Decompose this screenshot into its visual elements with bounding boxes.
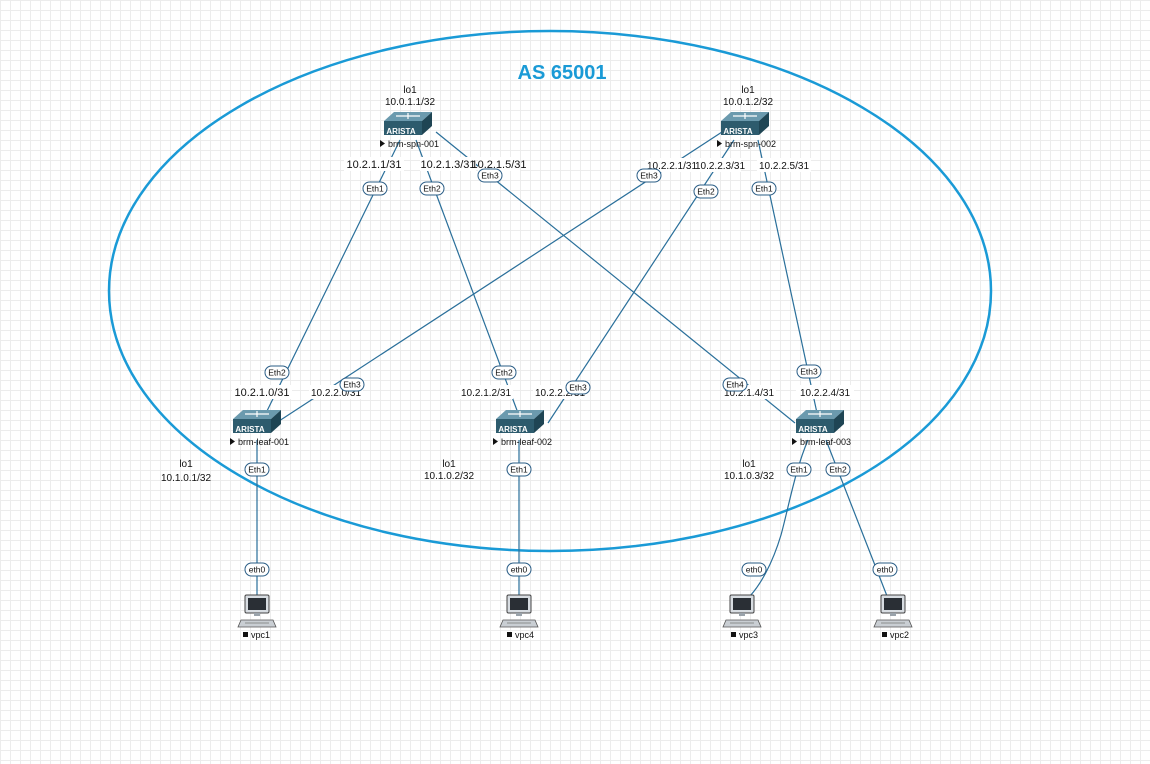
loopback-ip-spn2: 10.0.1.2/32: [723, 97, 773, 108]
device-spn1[interactable]: ARISTA: [383, 111, 433, 136]
svg-text:Eth1: Eth1: [755, 184, 773, 194]
as-number-label: AS 65001: [518, 62, 607, 84]
ip-leaf3-eth4: 10.2.1.4/31: [724, 388, 774, 399]
svg-text:Eth1: Eth1: [366, 184, 384, 194]
arista-logo-text: ARISTA: [386, 127, 415, 136]
arista-logo-text: ARISTA: [723, 127, 752, 136]
port-leaf3-eth2[interactable]: Eth2: [825, 462, 851, 477]
port-spn1-eth1[interactable]: Eth1: [362, 181, 388, 196]
port-leaf3-eth1[interactable]: Eth1: [786, 462, 812, 477]
ip-leaf3-eth3: 10.2.2.4/31: [800, 388, 850, 399]
loopback-labels: lo1 10.0.1.1/32 lo1 10.0.1.2/32 lo1 10.1…: [161, 85, 774, 484]
port-vpc2-eth0[interactable]: eth0: [872, 562, 898, 577]
svg-text:Eth1: Eth1: [790, 465, 808, 475]
svg-text:Eth3: Eth3: [640, 171, 658, 181]
port-labels: Eth1 Eth2 Eth3 Eth3 Eth2 Eth1 Eth2 Eth3 …: [244, 168, 898, 577]
pc-vpc2-icon[interactable]: [873, 594, 913, 628]
arista-logo-text: ARISTA: [498, 425, 527, 434]
ip-leaf2-eth2: 10.2.1.2/31: [461, 388, 511, 399]
svg-text:Eth1: Eth1: [510, 465, 528, 475]
ip-spn2-eth2: 10.2.2.3/31: [695, 161, 745, 172]
port-leaf1-eth3[interactable]: Eth3: [339, 377, 365, 392]
device-name-leaf2: brm-leaf-002: [501, 437, 552, 447]
svg-text:Eth2: Eth2: [495, 368, 513, 378]
loopback-ip-spn1: 10.0.1.1/32: [385, 97, 435, 108]
ip-spn1-eth1: 10.2.1.1/31: [346, 159, 401, 171]
port-vpc4-eth0[interactable]: eth0: [506, 562, 532, 577]
loopback-ip-leaf2: 10.1.0.2/32: [424, 471, 474, 482]
device-name-vpc1: vpc1: [251, 630, 270, 640]
device-leaf1[interactable]: ARISTA: [232, 409, 282, 434]
loopback-label-leaf3: lo1: [742, 459, 756, 470]
svg-text:Eth2: Eth2: [423, 184, 441, 194]
device-leaf3[interactable]: ARISTA: [795, 409, 845, 434]
loopback-label-spn1: lo1: [403, 85, 417, 96]
loopback-ip-leaf3: 10.1.0.3/32: [724, 471, 774, 482]
svg-text:Eth2: Eth2: [829, 465, 847, 475]
loopback-label-leaf1: lo1: [179, 459, 193, 470]
device-name-leaf3: brm-leaf-003: [800, 437, 851, 447]
as-boundary-ellipse: [107, 29, 993, 553]
port-spn2-eth1[interactable]: Eth1: [751, 181, 777, 196]
svg-text:eth0: eth0: [746, 565, 763, 575]
svg-text:Eth3: Eth3: [343, 380, 361, 390]
port-leaf2-eth2[interactable]: Eth2: [491, 365, 517, 380]
loopback-label-leaf2: lo1: [442, 459, 456, 470]
svg-text:eth0: eth0: [249, 565, 266, 575]
ip-spn1-eth2: 10.2.1.3/31: [420, 159, 475, 171]
svg-text:Eth3: Eth3: [800, 367, 818, 377]
port-leaf2-eth3[interactable]: Eth3: [565, 380, 591, 395]
ip-leaf1-eth3: 10.2.2.0/31: [311, 388, 361, 399]
device-name-spn1: brm-spn-001: [388, 139, 439, 149]
port-leaf3-eth4[interactable]: Eth4: [722, 377, 748, 392]
ip-spn2-eth1: 10.2.2.5/31: [759, 161, 809, 172]
svg-text:Eth3: Eth3: [569, 383, 587, 393]
device-name-vpc4: vpc4: [515, 630, 534, 640]
port-spn2-eth2[interactable]: Eth2: [693, 184, 719, 199]
pc-vpc3-icon[interactable]: [722, 594, 762, 628]
svg-text:eth0: eth0: [511, 565, 528, 575]
device-names: brm-spn-001 brm-spn-002 brm-leaf-001 brm…: [230, 139, 909, 640]
port-spn2-eth3[interactable]: Eth3: [636, 168, 662, 183]
arista-logo-text: ARISTA: [235, 425, 264, 434]
ip-leaf2-eth3: 10.2.2.2/31: [535, 388, 585, 399]
port-vpc1-eth0[interactable]: eth0: [244, 562, 270, 577]
svg-text:Eth1: Eth1: [248, 465, 266, 475]
svg-text:Eth4: Eth4: [726, 380, 744, 390]
port-leaf3-eth3[interactable]: Eth3: [796, 364, 822, 379]
svg-text:Eth2: Eth2: [697, 187, 715, 197]
port-leaf2-eth1[interactable]: Eth1: [506, 462, 532, 477]
ip-spn1-eth3: 10.2.1.5/31: [471, 159, 526, 171]
port-vpc3-eth0[interactable]: eth0: [741, 562, 767, 577]
loopback-label-spn2: lo1: [741, 85, 755, 96]
arista-logo-text: ARISTA: [798, 425, 827, 434]
svg-text:Eth2: Eth2: [268, 368, 286, 378]
port-spn1-eth2[interactable]: Eth2: [419, 181, 445, 196]
ip-leaf1-eth2: 10.2.1.0/31: [234, 387, 289, 399]
device-name-vpc2: vpc2: [890, 630, 909, 640]
links-layer: [256, 131, 888, 597]
port-spn1-eth3[interactable]: Eth3: [477, 168, 503, 183]
device-name-vpc3: vpc3: [739, 630, 758, 640]
device-name-spn2: brm-spn-002: [725, 139, 776, 149]
loopback-ip-leaf1: 10.1.0.1/32: [161, 473, 211, 484]
pc-vpc4-icon[interactable]: [499, 594, 539, 628]
ip-spn2-eth3: 10.2.2.1/31: [647, 161, 697, 172]
port-leaf1-eth1[interactable]: Eth1: [244, 462, 270, 477]
device-leaf2[interactable]: ARISTA: [495, 409, 545, 434]
port-leaf1-eth2[interactable]: Eth2: [264, 365, 290, 380]
svg-text:eth0: eth0: [877, 565, 894, 575]
device-name-leaf1: brm-leaf-001: [238, 437, 289, 447]
pc-vpc1-icon[interactable]: [237, 594, 277, 628]
device-spn2[interactable]: ARISTA: [720, 111, 770, 136]
svg-text:Eth3: Eth3: [481, 171, 499, 181]
